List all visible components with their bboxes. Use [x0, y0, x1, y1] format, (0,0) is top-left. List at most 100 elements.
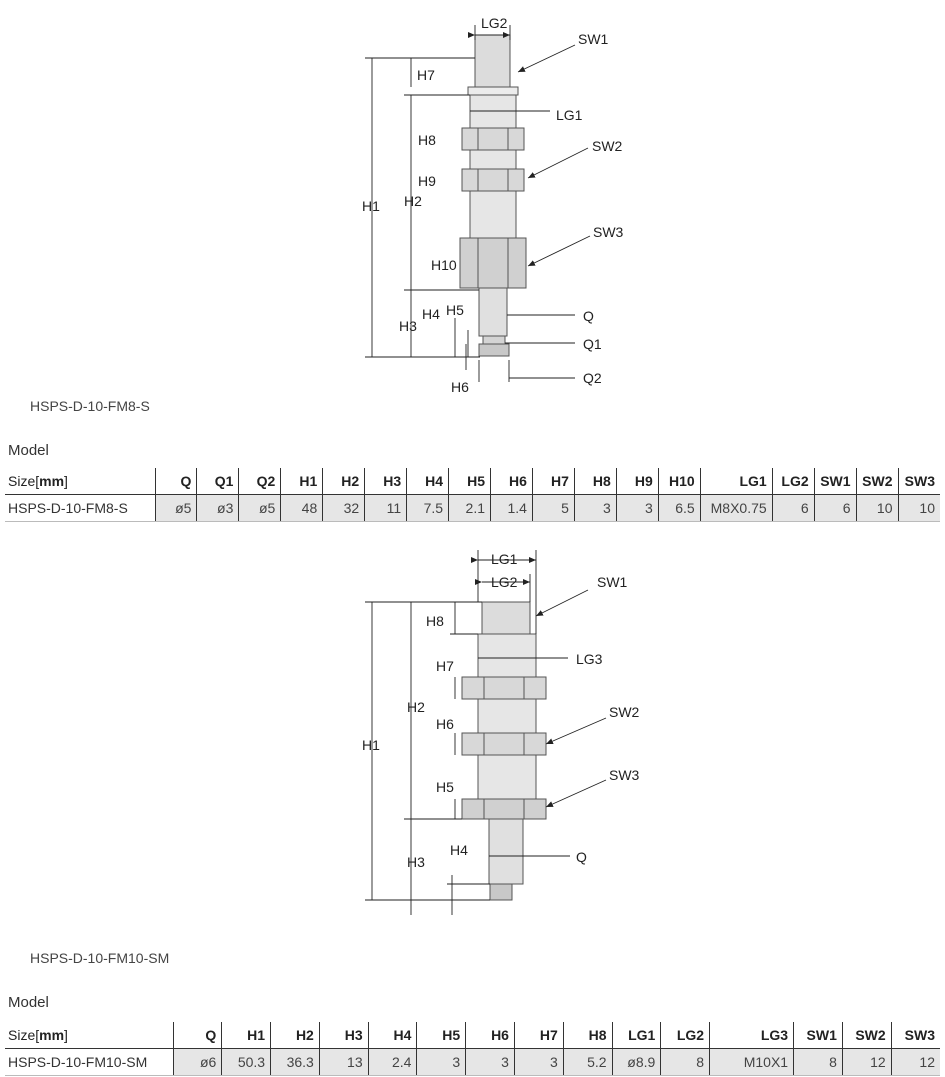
label-q2: Q2: [583, 370, 602, 386]
part-body: [461, 601, 547, 901]
label-lg1: LG1: [491, 551, 518, 567]
column-header: H3: [364, 468, 407, 495]
table-cell: 6.5: [657, 494, 701, 522]
column-header: LG3: [709, 1022, 794, 1049]
column-header: H6: [465, 1022, 515, 1049]
column-header: LG2: [771, 468, 815, 495]
dimension-lines: [365, 25, 591, 382]
table-row: HSPS-D-10-FM8-S ø5 ø3 ø5 48 32 11 7.5 2.…: [5, 494, 940, 522]
column-header: H8: [573, 468, 617, 495]
column-header: H2: [270, 1022, 320, 1049]
table-cell: 13: [318, 1048, 369, 1076]
label-q: Q: [583, 308, 594, 324]
table-header-row: Size[mm] Q H1 H2 H3 H4 H5 H6 H7 H8 LG1 L…: [5, 1022, 940, 1049]
column-header: H9: [615, 468, 659, 495]
model-cell: HSPS-D-10-FM8-S: [5, 494, 155, 522]
model-cell: HSPS-D-10-FM10-SM: [5, 1048, 173, 1076]
column-header: SW2: [841, 1022, 892, 1049]
label-q: Q: [576, 849, 587, 865]
table-cell: 3: [573, 494, 617, 522]
column-header: SW1: [813, 468, 857, 495]
column-header: LG2: [660, 1022, 710, 1049]
label-h5: H5: [446, 302, 464, 318]
table-cell: 5: [531, 494, 575, 522]
column-header: H5: [416, 1022, 466, 1049]
label-h3: H3: [399, 318, 417, 334]
spec-table-fm8: Size[mm] Q Q1 Q2 H1 H2 H3 H4 H5 H6 H7 H8…: [5, 468, 940, 522]
label-h1: H1: [362, 737, 380, 753]
label-lg1: LG1: [556, 107, 583, 123]
table-cell: 32: [322, 494, 365, 522]
column-header: Q: [154, 468, 197, 495]
label-q1: Q1: [583, 336, 602, 352]
label-lg2: LG2: [481, 15, 508, 31]
table-cell: ø6: [172, 1048, 222, 1076]
drawing-caption-fm8: HSPS-D-10-FM8-S: [30, 398, 150, 414]
table-header-row: Size[mm] Q Q1 Q2 H1 H2 H3 H4 H5 H6 H7 H8…: [5, 468, 940, 495]
column-header: H2: [322, 468, 365, 495]
label-lg2: LG2: [491, 574, 518, 590]
table-cell: ø5: [154, 494, 197, 522]
column-header: H5: [448, 468, 491, 495]
table-cell: 2.1: [448, 494, 491, 522]
label-sw2: SW2: [609, 704, 640, 720]
drawing-caption-fm10: HSPS-D-10-FM10-SM: [30, 950, 170, 966]
dimension-lines: [365, 550, 607, 915]
table-cell: 3: [513, 1048, 564, 1076]
table-cell: 12: [841, 1048, 892, 1076]
column-header: SW1: [793, 1022, 843, 1049]
part-body: [459, 34, 527, 357]
table-cell: 3: [615, 494, 659, 522]
table-cell: 11: [364, 494, 407, 522]
label-h6: H6: [451, 379, 469, 395]
label-sw2: SW2: [592, 138, 623, 154]
label-h1: H1: [362, 198, 380, 214]
table-cell: 36.3: [270, 1048, 320, 1076]
label-h7: H7: [417, 67, 435, 83]
model-label: Model: [8, 994, 49, 1011]
label-h8: H8: [426, 613, 444, 629]
table-cell: 7.5: [406, 494, 449, 522]
technical-drawing-fm8: LG2 SW1 H7 LG1 H8 SW2 H9 H1 H2 SW3 H10 H…: [0, 0, 945, 400]
table-cell: ø8.9: [611, 1048, 661, 1076]
table-cell: 5.2: [562, 1048, 613, 1076]
label-h7: H7: [436, 658, 454, 674]
label-h8: H8: [418, 132, 436, 148]
table-cell: ø5: [238, 494, 281, 522]
model-label: Model: [8, 442, 49, 459]
table-cell: 8: [793, 1048, 843, 1076]
label-sw3: SW3: [593, 224, 624, 240]
table-cell: 3: [465, 1048, 515, 1076]
table-cell: 1.4: [490, 494, 533, 522]
column-header: SW3: [897, 468, 940, 495]
column-header: H10: [657, 468, 701, 495]
table-cell: 10: [897, 494, 940, 522]
label-h9: H9: [418, 173, 436, 189]
table-cell: 6: [813, 494, 857, 522]
column-header: H8: [562, 1022, 613, 1049]
table-cell: M10X1: [709, 1048, 794, 1076]
column-header: Q2: [238, 468, 281, 495]
label-sw1: SW1: [578, 31, 609, 47]
table-cell: 12: [890, 1048, 940, 1076]
column-header: LG1: [699, 468, 773, 495]
table-cell: ø3: [196, 494, 239, 522]
table-cell: 50.3: [221, 1048, 271, 1076]
technical-drawing-fm10: LG1 LG2 SW1 H8 LG3 H7 H2 H1 SW2 H6 SW3 H…: [0, 540, 945, 940]
column-header: H4: [406, 468, 449, 495]
label-h4: H4: [450, 842, 468, 858]
table-cell: 8: [660, 1048, 710, 1076]
column-header: SW3: [890, 1022, 940, 1049]
table-cell: 2.4: [367, 1048, 417, 1076]
column-header: Q: [172, 1022, 222, 1049]
column-header: H3: [318, 1022, 369, 1049]
column-header: Q1: [196, 468, 239, 495]
label-sw1: SW1: [597, 574, 628, 590]
label-h2: H2: [404, 193, 422, 209]
label-h5: H5: [436, 779, 454, 795]
column-header: H1: [280, 468, 323, 495]
column-header: H1: [221, 1022, 271, 1049]
size-label: Size[mm]: [5, 1022, 173, 1049]
label-sw3: SW3: [609, 767, 640, 783]
label-h4: H4: [422, 306, 440, 322]
